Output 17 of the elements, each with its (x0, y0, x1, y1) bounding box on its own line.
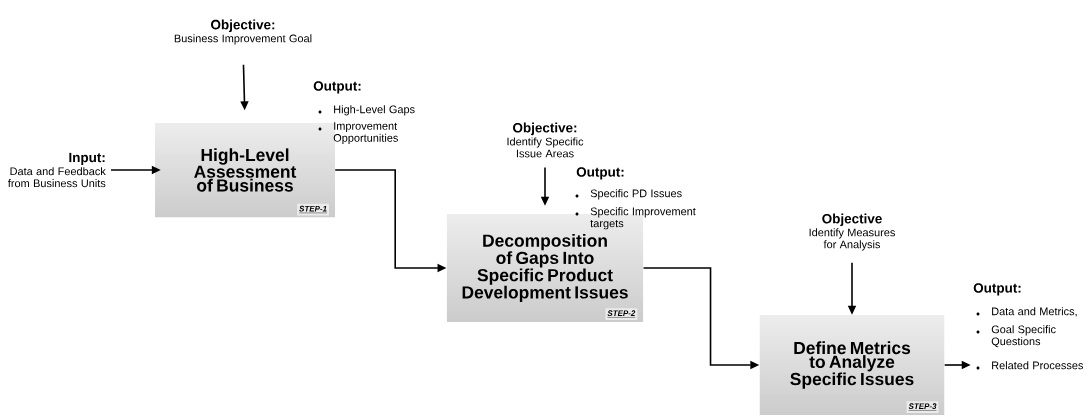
node-label: Decomposition of Gaps Into Specific Product Development Issues (462, 234, 628, 303)
bullet-item: Goal Specific Questions (976, 325, 1056, 348)
bullet-item: Improvement Opportunities (318, 122, 398, 144)
objective-text: Objective Identify Measures for Analysis (809, 213, 895, 251)
bullet-item: Data and Metrics, (976, 307, 1077, 317)
bullet-item: Related Processes (976, 361, 1084, 370)
output-heading: Output: (576, 167, 624, 180)
objective-text: Input: Data and Feedback from Business Units (7, 152, 106, 188)
objective-text: Objective: Business Improvement Goal (174, 19, 312, 45)
node-label: Define Metrics to Analyze Specific Issues (790, 341, 914, 389)
output-heading: Output: (313, 81, 361, 94)
bullet-item: Specific Improvement targets (575, 207, 696, 230)
output-heading: Output: (973, 283, 1021, 296)
bullet-item: Specific PD Issues (575, 189, 682, 200)
bullet-item: High-Level Gaps (318, 105, 415, 116)
node-label: High-Level Assessment of Business (194, 148, 297, 192)
objective-text: Objective: Identify Specific Issue Areas (507, 122, 584, 158)
